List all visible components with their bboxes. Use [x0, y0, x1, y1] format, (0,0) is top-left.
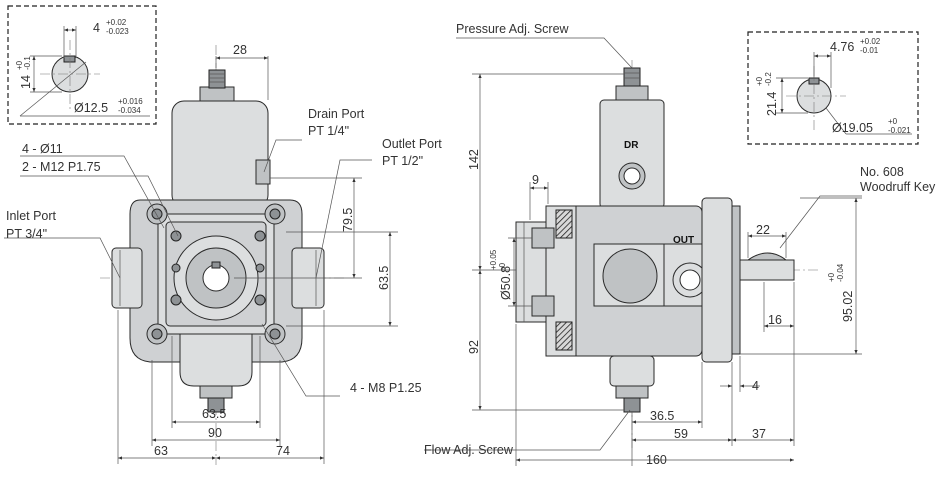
drain-port-label: Drain Port — [308, 107, 365, 121]
svg-text:-0.023: -0.023 — [106, 27, 129, 36]
svg-text:+0: +0 — [755, 76, 764, 86]
bolt-thread-label: 4 - M8 P1.25 — [350, 381, 422, 395]
dim-74: 74 — [276, 444, 290, 458]
pressure-adj-housing — [599, 99, 665, 209]
shaft-end — [202, 264, 230, 292]
dim-key-width-right: 4.76 — [830, 40, 854, 54]
svg-text:-0.2: -0.2 — [764, 72, 773, 86]
shaft-key-detail-left — [7, 5, 157, 125]
shaft — [739, 259, 795, 281]
drain-port-size: PT 1/4" — [308, 124, 349, 138]
dim-36-5: 36.5 — [650, 409, 674, 423]
bolt-hole-label: 4 - Ø11 — [22, 142, 63, 156]
svg-text:+0: +0 — [888, 117, 898, 126]
pressure-adj-label: Pressure Adj. Screw — [456, 22, 570, 36]
drain-mark: DR — [624, 140, 639, 151]
svg-text:+0.02: +0.02 — [860, 37, 881, 46]
dim-79-5: 79.5 — [341, 208, 355, 232]
svg-text:+0: +0 — [827, 272, 836, 282]
svg-text:-0.1: -0.1 — [23, 56, 32, 70]
svg-text:-0.021: -0.021 — [888, 126, 911, 135]
front-view — [4, 45, 398, 465]
flow-adj-label: Flow Adj. Screw — [424, 443, 514, 457]
dim-63-5-vert: 63.5 — [377, 266, 391, 290]
outlet-port-label: Outlet Port — [382, 137, 442, 151]
dim-92: 92 — [467, 340, 481, 354]
svg-text:-0: -0 — [498, 262, 507, 270]
dim-key-width: 4 — [93, 21, 100, 35]
dim-shaft-dia-right: Ø19.05 — [832, 121, 873, 135]
svg-text:+0.02: +0.02 — [106, 18, 127, 27]
dim-63: 63 — [154, 444, 168, 458]
dim-28: 28 — [233, 43, 247, 57]
adjuster-nut — [199, 86, 235, 102]
dim-160: 160 — [646, 453, 667, 467]
svg-text:-0.034: -0.034 — [118, 106, 141, 115]
drain-port-fitting — [255, 159, 271, 185]
side-flange — [701, 197, 733, 363]
svg-text:-0.04: -0.04 — [836, 263, 845, 282]
inlet-port — [602, 248, 658, 304]
dim-63-5: 63.5 — [202, 407, 226, 421]
dim-59: 59 — [674, 427, 688, 441]
dim-16: 16 — [768, 313, 782, 327]
outlet-port-size: PT 1/2" — [382, 154, 423, 168]
cover-screws — [170, 230, 266, 306]
woodruff-key-label: Woodruff Key — [860, 180, 936, 194]
adjuster-screw — [208, 69, 226, 89]
svg-text:+0.05: +0.05 — [489, 249, 498, 270]
inlet-port-size: PT 3/4" — [6, 227, 47, 241]
dim-key-depth: 14 — [19, 75, 33, 89]
dim-key-depth-right: 21.4 — [765, 92, 779, 116]
thread-label: 2 - M12 P1.75 — [22, 160, 101, 174]
dim-22: 22 — [756, 223, 770, 237]
woodruff-key — [746, 252, 788, 261]
dim-142: 142 — [467, 149, 481, 170]
woodruff-key-no: No. 608 — [860, 165, 904, 179]
bolt-holes — [146, 203, 286, 345]
dim-4: 4 — [752, 379, 759, 393]
dim-shaft-dia-left: Ø12.5 — [74, 101, 108, 115]
dim-37: 37 — [752, 427, 766, 441]
svg-text:+0: +0 — [15, 60, 24, 70]
outlet-mark: OUT — [673, 235, 694, 246]
dim-90: 90 — [208, 426, 222, 440]
side-view — [424, 37, 862, 466]
dim-95-02: 95.02 — [841, 291, 855, 322]
inlet-port-label: Inlet Port — [6, 209, 57, 223]
svg-text:+0.016: +0.016 — [118, 97, 143, 106]
labels: 4 +0.02 -0.023 14 +0 -0.1 Ø12.5 +0.016 -… — [6, 18, 936, 467]
adjuster-housing — [171, 100, 269, 208]
flow-adj-housing — [179, 333, 253, 387]
shaft-key-detail-right — [747, 31, 919, 145]
svg-text:-0.01: -0.01 — [860, 46, 879, 55]
inlet-port-boss — [111, 247, 143, 309]
dim-9: 9 — [532, 173, 539, 187]
dim-pilot-dia: Ø50.8 — [499, 266, 513, 300]
